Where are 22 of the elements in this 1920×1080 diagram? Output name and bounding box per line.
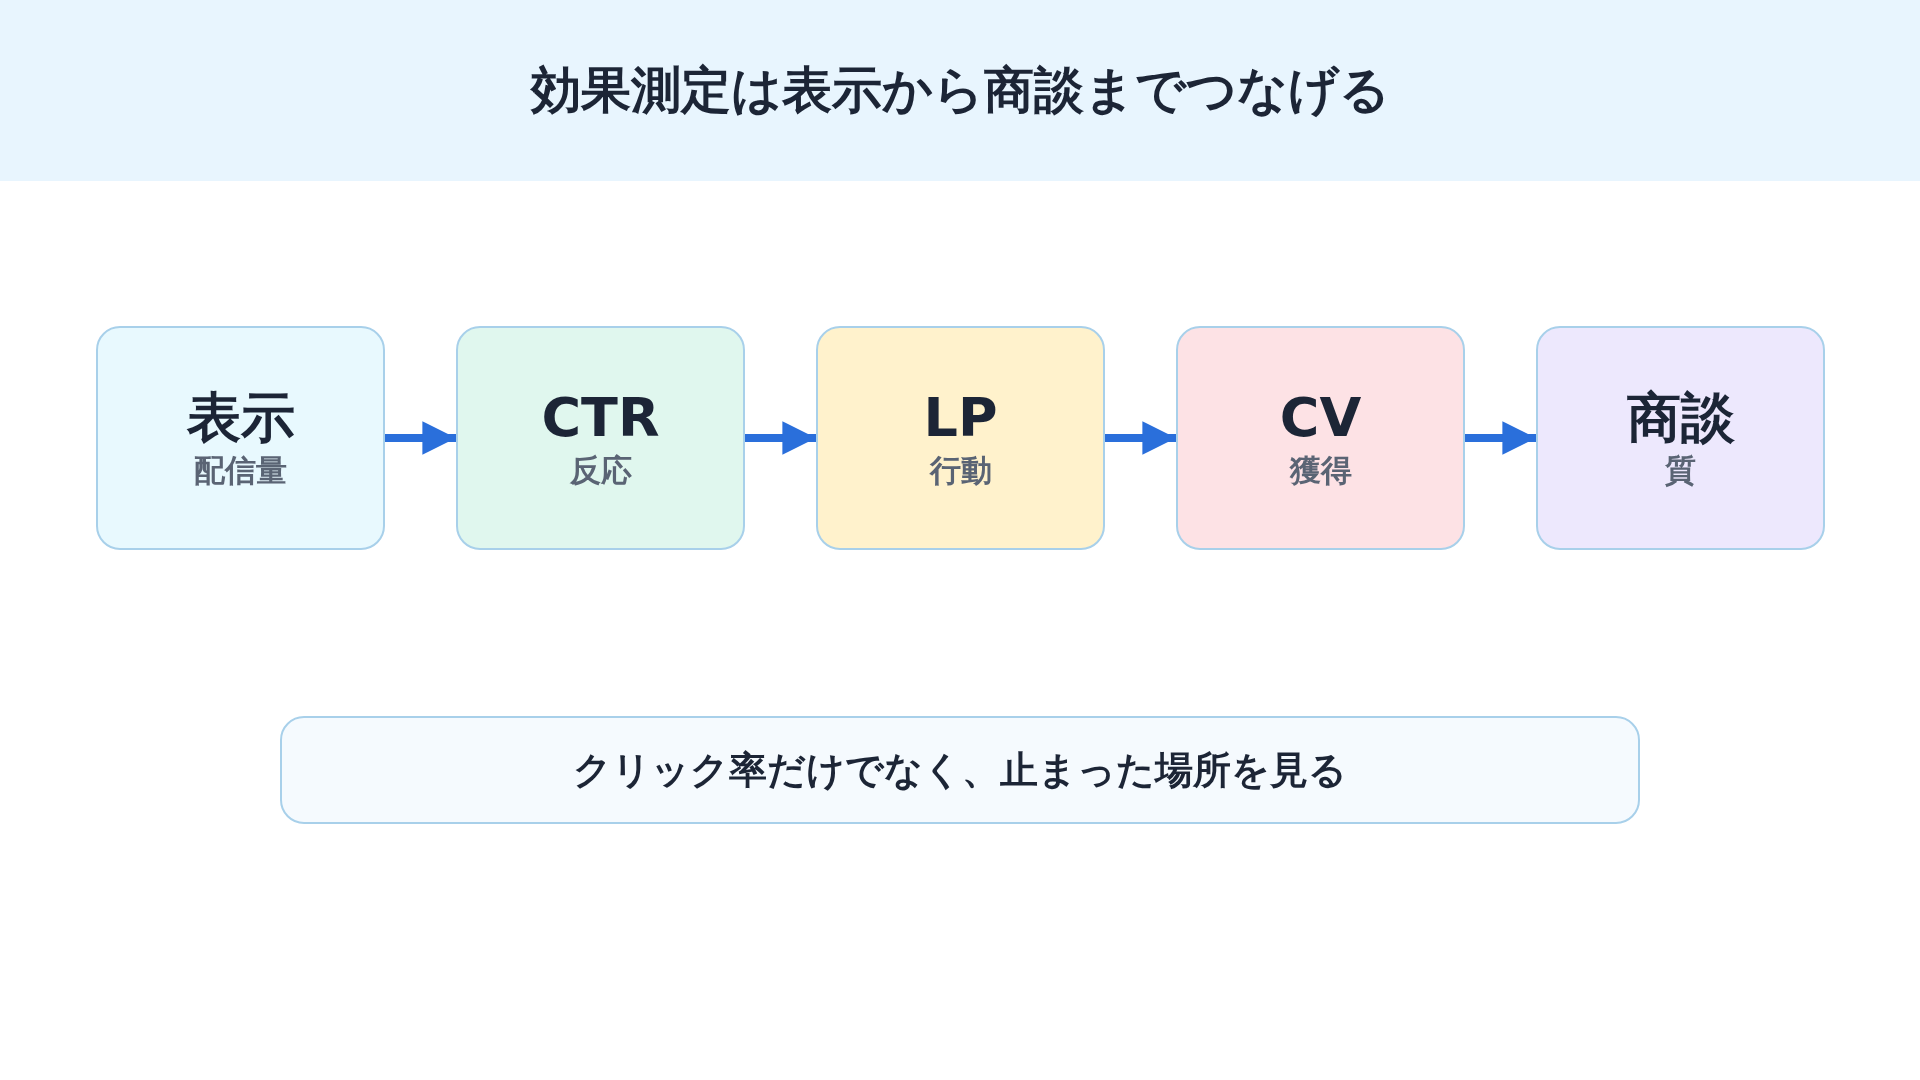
stage-title: LP <box>923 386 998 450</box>
stage-title: 商談 <box>1626 386 1735 450</box>
stage-title: 表示 <box>186 386 295 450</box>
stage-subtitle: 質 <box>1665 451 1696 490</box>
arrow <box>1105 421 1176 455</box>
message-text: クリック率だけでなく、止まった場所を見る <box>573 747 1347 794</box>
stage-title: CTR <box>541 386 660 450</box>
stage-subtitle: 行動 <box>929 451 992 490</box>
stage-title: CV <box>1279 386 1362 450</box>
stage-box <box>456 326 745 550</box>
arrow <box>385 421 456 455</box>
stage-subtitle: 獲得 <box>1289 451 1352 490</box>
title: 効果測定は表示から商談までつなげる <box>529 60 1391 121</box>
stage-box <box>816 326 1105 550</box>
stage-box <box>1176 326 1465 550</box>
arrow <box>745 421 816 455</box>
stage-subtitle: 配信量 <box>194 451 287 490</box>
stage-box <box>96 326 385 550</box>
arrow <box>1465 421 1536 455</box>
message-box <box>280 716 1640 824</box>
stage-subtitle: 反応 <box>569 451 632 490</box>
stage-box <box>1536 326 1825 550</box>
